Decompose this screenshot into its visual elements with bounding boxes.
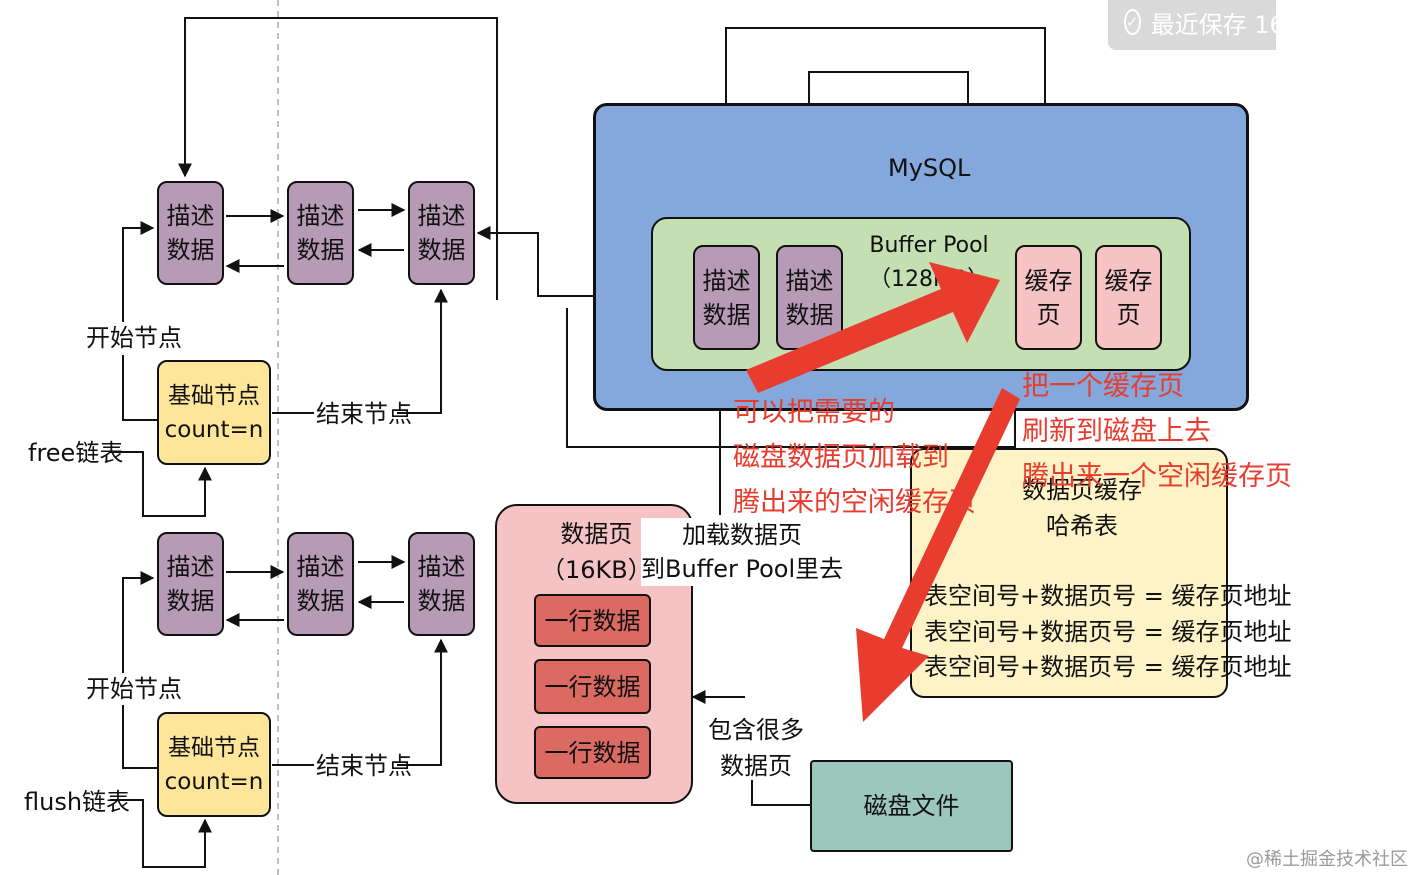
- disk-file: 磁盘文件: [810, 760, 1013, 852]
- check-circle-icon: ✓: [1124, 9, 1141, 35]
- cache-page-2: 缓存页: [1095, 245, 1162, 350]
- hash-table-entry-3: 表空间号+数据页号 = 缓存页地址: [924, 653, 1292, 681]
- free-list-base-node: 基础节点 count=n: [157, 360, 271, 465]
- load-annotation: 可以把需要的 磁盘数据页加载到 腾出来的空闲缓存页: [733, 397, 976, 518]
- flush-arrow-icon: [856, 388, 1020, 722]
- hash-table-title: 数据页缓存 哈希表: [1022, 476, 1142, 540]
- load-arrow-icon: [746, 262, 1000, 393]
- buffer-pool-descriptor-2: 描述 数据: [776, 245, 843, 350]
- free-list-start-label: 开始节点: [86, 322, 182, 354]
- free-list-node-3: 描述 数据: [408, 181, 475, 285]
- hash-table-entry-1: 表空间号+数据页号 = 缓存页地址: [924, 582, 1292, 610]
- flush-list-start-label: 开始节点: [86, 673, 182, 705]
- data-row-1: 一行数据: [534, 594, 651, 647]
- hash-table-entry-2: 表空间号+数据页号 = 缓存页地址: [924, 618, 1292, 646]
- flush-list-node-2: 描述 数据: [287, 532, 354, 636]
- flush-list-node-3: 描述 数据: [408, 532, 475, 636]
- flush-list-end-label: 结束节点: [316, 752, 412, 780]
- data-page-title: 数据页 （16KB）: [541, 520, 652, 584]
- cache-page-1: 缓存页: [1015, 245, 1082, 350]
- flush-list-base-node: 基础节点 count=n: [157, 712, 271, 817]
- mysql-title: MySQL: [888, 154, 971, 182]
- watermark: @稀土掘金技术社区: [1246, 849, 1408, 870]
- buffer-pool-descriptor-1: 描述 数据: [693, 245, 760, 350]
- free-list-node-2: 描述 数据: [287, 181, 354, 285]
- load-data-page-label: 加载数据页 到Buffer Pool里去: [641, 518, 844, 586]
- save-status-toast: ✓ 最近保存 16:1: [1108, 0, 1276, 50]
- contains-pages-label: 包含很多 数据页: [708, 716, 804, 780]
- free-list-label: free链表: [28, 439, 124, 467]
- save-status-text: 最近保存 16:1: [1150, 10, 1276, 39]
- free-list-end-label: 结束节点: [316, 400, 412, 428]
- free-list-node-1: 描述 数据: [157, 181, 224, 285]
- flush-annotation: 把一个缓存页 刷新到磁盘上去 腾出来一个空闲缓存页: [1022, 371, 1292, 492]
- flush-list-label: flush链表: [24, 788, 131, 816]
- data-row-2: 一行数据: [534, 659, 651, 714]
- flush-list-node-1: 描述 数据: [157, 532, 224, 636]
- data-row-3: 一行数据: [534, 726, 651, 779]
